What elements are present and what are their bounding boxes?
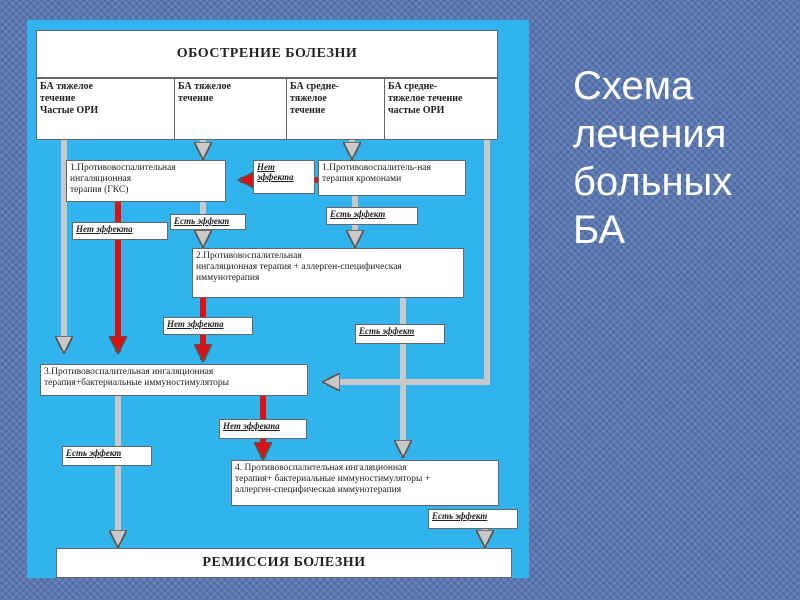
label-effect-step2: Есть эффект	[355, 324, 445, 344]
label-effect-step4: Есть эффект	[428, 509, 518, 529]
label-no-effect-top: Нет эффекта	[253, 160, 315, 194]
column-severe: БА тяжелое течение	[175, 79, 287, 139]
label-effect-cromones: Есть эффект	[326, 207, 418, 225]
step3-box: 3.Противовоспалительная ингаляционная те…	[40, 364, 308, 396]
slide-title: Схема лечения больных БА	[573, 64, 733, 252]
column-moderate-frequent-ari: БА средне- тяжелое течение частые ОРИ	[388, 81, 463, 116]
step1-cromones-box: 1.Противовоспалитель-ная терапия кромона…	[318, 160, 466, 196]
step2-box: 2.Противовоспалительная ингаляционная те…	[192, 248, 464, 298]
remission-footer: РЕМИССИЯ БОЛЕЗНИ	[56, 548, 512, 578]
exacerbation-header: ОБОСТРЕНИЕ БОЛЕЗНИ	[36, 30, 498, 78]
label-no-effect-step3: Нет эффекта	[219, 419, 307, 439]
arrow-col4-to-step3	[324, 140, 490, 382]
severity-columns: БА тяжелое течение Частые ОРИ БА тяжелое…	[36, 78, 498, 140]
column-severe-frequent-ari: БА тяжелое течение Частые ОРИ	[37, 79, 175, 139]
column-moderate: БА средне- тяжелое течение	[287, 79, 385, 139]
label-effect-gks: Есть эффект	[170, 214, 246, 230]
label-effect-step3: Есть эффект	[62, 446, 152, 466]
label-no-effect-left: Нет эффекта	[72, 222, 168, 240]
step4-box: 4. Противовоспалительная ингаляционная т…	[231, 460, 499, 506]
label-no-effect-mid: Нет эффекта	[163, 317, 253, 335]
step1-gks-box: 1.Противовоспалительная ингаляционная те…	[66, 160, 226, 202]
